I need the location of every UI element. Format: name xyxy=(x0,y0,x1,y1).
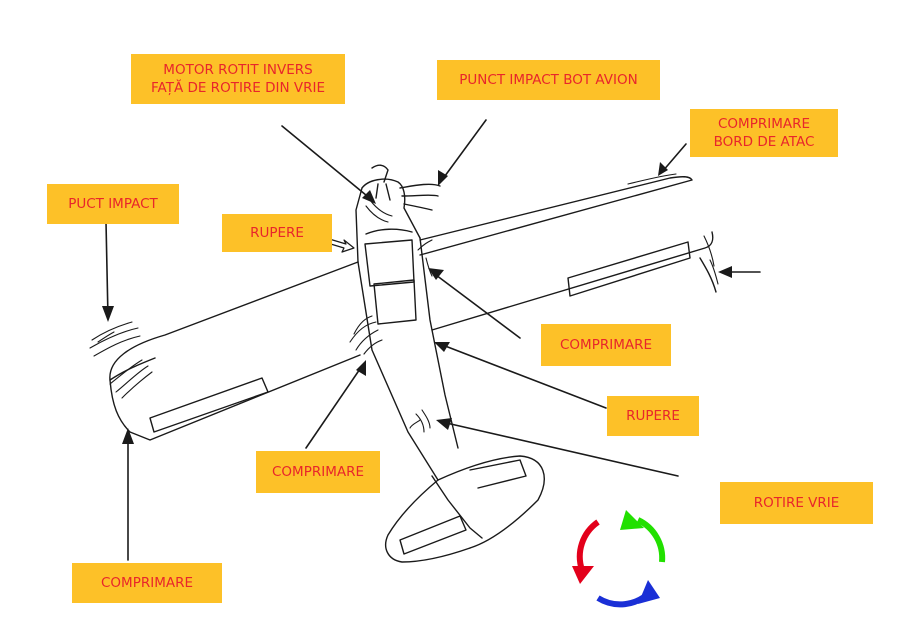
label-punct-impact-bot-avion: PUNCT IMPACT BOT AVION xyxy=(437,60,660,100)
label-rotire-vrie-text: ROTIRE VRIE xyxy=(753,495,840,511)
label-comprimare-bord-line2: BORD DE ATAC xyxy=(713,134,815,150)
label-puct-impact-text: PUCT IMPACT xyxy=(68,196,158,212)
left-wing xyxy=(109,261,361,441)
label-rupere-right-text: RUPERE xyxy=(626,408,680,424)
label-comprimare-bottom: COMPRIMARE xyxy=(72,563,222,603)
propeller xyxy=(371,164,441,211)
label-comprimare-right: COMPRIMARE xyxy=(541,324,671,366)
right-wing xyxy=(419,175,717,331)
damage-marks xyxy=(89,173,719,433)
label-rotire-vrie: ROTIRE VRIE xyxy=(720,482,873,524)
label-comprimare-bord-de-atac: COMPRIMARE BORD DE ATAC xyxy=(690,109,838,157)
label-puct-impact: PUCT IMPACT xyxy=(47,184,179,224)
label-comprimare-mid: COMPRIMARE xyxy=(256,451,380,493)
label-comprimare-bottom-text: COMPRIMARE xyxy=(101,575,193,591)
label-comprimare-bord-line1: COMPRIMARE xyxy=(718,116,810,132)
label-punct-impact-bot-text: PUNCT IMPACT BOT AVION xyxy=(459,72,638,88)
label-motor-rotit-invers: MOTOR ROTIT INVERS FAȚĂ DE ROTIRE DIN VR… xyxy=(131,54,345,104)
callout-arrows xyxy=(105,119,761,561)
label-comprimare-mid-text: COMPRIMARE xyxy=(272,464,364,480)
label-motor-line2: FAȚĂ DE ROTIRE DIN VRIE xyxy=(150,80,326,96)
label-rupere-right: RUPERE xyxy=(607,396,699,436)
tail xyxy=(384,455,545,563)
rotation-indicator xyxy=(572,510,666,608)
label-rupere-top: RUPERE xyxy=(222,214,332,252)
fuselage xyxy=(355,178,459,481)
label-motor-line1: MOTOR ROTIT INVERS xyxy=(163,62,313,78)
label-comprimare-right-text: COMPRIMARE xyxy=(560,337,652,353)
arrow-heads xyxy=(102,162,732,444)
label-rupere-top-text: RUPERE xyxy=(250,225,304,241)
